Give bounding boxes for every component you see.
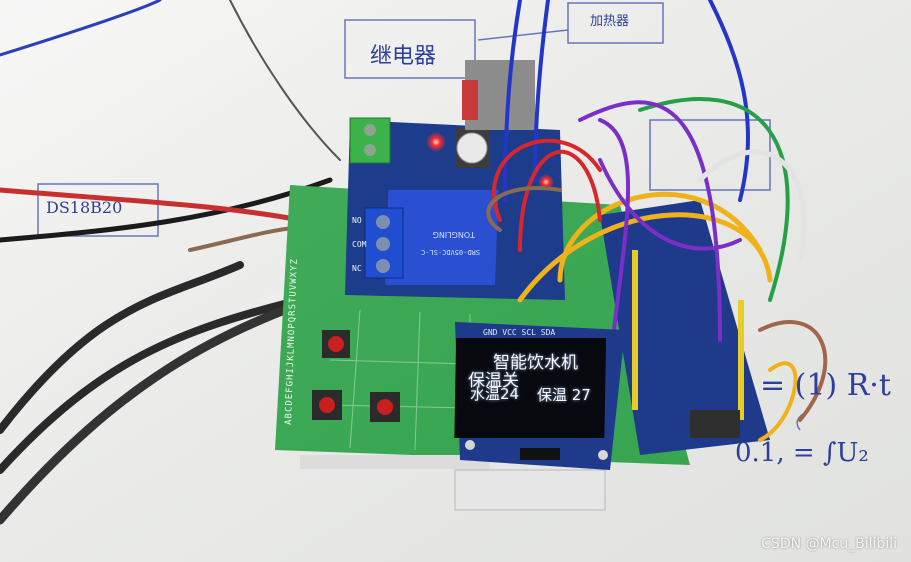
relay-led xyxy=(426,132,446,152)
mcu-board xyxy=(600,200,770,455)
oled-module xyxy=(454,322,625,470)
relay-module xyxy=(345,60,565,300)
relay-brand: TONGLING xyxy=(433,230,476,239)
relay-pin-no: NO xyxy=(352,216,362,225)
handwriting-formula-1: = (1) R·t xyxy=(760,368,891,403)
watermark: CSDN @Mcu_Bilibili xyxy=(761,536,897,552)
jumper-wires xyxy=(486,0,828,442)
relay-label: SRD-05VDC-SL-C xyxy=(421,248,480,256)
handwriting-formula-2: 0.1, = ∫U₂ xyxy=(735,438,869,468)
module-led xyxy=(538,174,554,190)
push-buttons xyxy=(312,330,400,422)
handwriting-heater: 加热器 xyxy=(590,14,630,29)
oled-header-pins: GND VCC SCL SDA xyxy=(483,328,556,337)
oled-keep-temp: 保温 27 xyxy=(537,386,591,404)
oled-status: 保温关 xyxy=(468,371,519,391)
handwriting-relay: 继电器 xyxy=(370,44,437,69)
oled-water-temp: 水温24 xyxy=(470,385,520,403)
handwriting-sensor: DS18B20 xyxy=(46,198,123,217)
oled-title: 智能饮水机 xyxy=(493,353,578,373)
relay-pin-com: COM xyxy=(352,240,367,249)
relay-pin-nc: NC xyxy=(352,264,362,273)
